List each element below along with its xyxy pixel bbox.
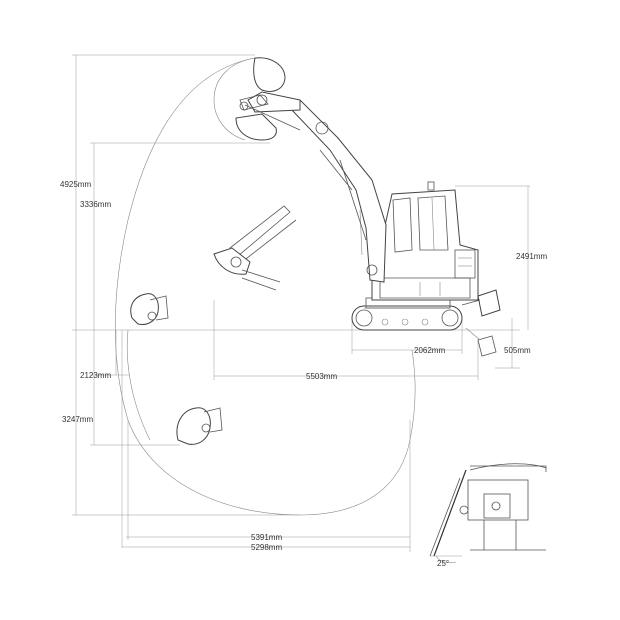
bucket-vertical-wall — [130, 293, 169, 325]
right-dimension-lines — [455, 185, 530, 369]
dim-max-digging-depth: 3247mm — [62, 415, 93, 424]
dim-blade-angle: 25° — [437, 559, 449, 568]
excavator-machine — [244, 91, 501, 357]
dim-max-reach-height: 4925mm — [60, 180, 91, 189]
dim-track-length: 2062mm — [414, 346, 445, 355]
dimension-labels: 4925mm 3336mm 2123mm 3247mm 2491mm 2062m… — [60, 180, 547, 568]
left-dimension-lines — [72, 54, 300, 548]
bucket-top — [235, 57, 286, 141]
dim-cab-height: 2491mm — [516, 252, 547, 261]
bucket-max-depth — [176, 407, 223, 445]
dim-max-digging-reach: 5298mm — [251, 543, 282, 552]
dim-vertical-wall-depth: 2123mm — [80, 371, 111, 380]
bottom-dimension-lines — [122, 300, 479, 552]
dim-blade-depth: 505mm — [504, 346, 531, 355]
dim-max-dump-height: 3336mm — [80, 200, 111, 209]
dim-max-reach-ground: 5391mm — [251, 533, 282, 542]
dim-min-swing-reach: 5503mm — [306, 372, 337, 381]
blade-detail-inset — [429, 463, 547, 564]
arm-mid-position — [213, 205, 297, 291]
